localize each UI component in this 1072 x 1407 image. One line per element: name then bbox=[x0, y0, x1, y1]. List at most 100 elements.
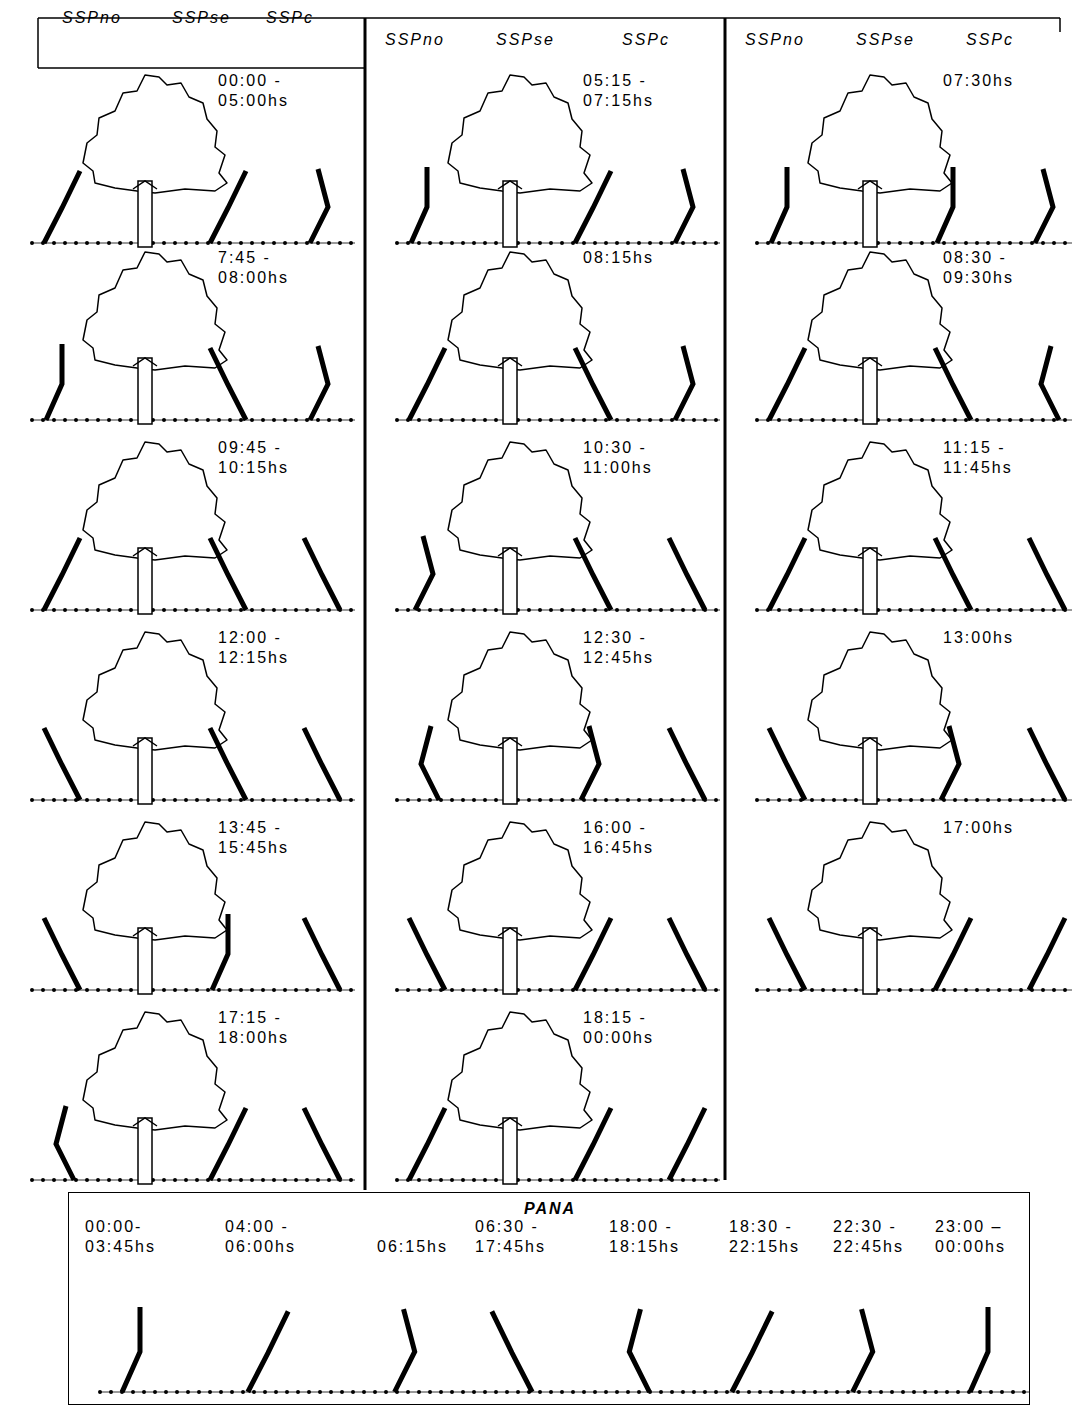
tree-branch bbox=[133, 358, 157, 366]
leaf-angle-symbol bbox=[56, 1106, 74, 1180]
leaf-angle-symbol bbox=[941, 726, 959, 800]
frame-line bbox=[37, 18, 39, 68]
tree-branch bbox=[133, 181, 157, 189]
tree-branch bbox=[498, 548, 522, 556]
tree-branch bbox=[858, 181, 882, 189]
leaf-angle-symbol bbox=[935, 918, 971, 990]
tree-trunk bbox=[863, 548, 877, 614]
tree-branch bbox=[858, 738, 882, 746]
time-label: 00:00 - 05:00hs bbox=[218, 71, 318, 111]
tree-trunk bbox=[863, 358, 877, 424]
leaf-angle-symbol bbox=[675, 169, 693, 243]
leaf-angle-symbol bbox=[46, 344, 62, 420]
leaf-angle-symbol bbox=[575, 538, 611, 610]
ground-line bbox=[397, 420, 720, 421]
pana-box: PANA00:00- 03:45hs04:00 - 06:00hs06:15hs… bbox=[68, 1192, 1030, 1405]
ground-dots bbox=[32, 1178, 355, 1182]
tree-branch bbox=[133, 928, 157, 936]
time-label: 06:30 - 17:45hs bbox=[475, 1217, 571, 1257]
ground-line bbox=[757, 243, 1072, 244]
tree-crown bbox=[448, 75, 592, 193]
tree-crown bbox=[808, 252, 952, 370]
leaf-angle-symbol bbox=[575, 918, 611, 990]
ground-line bbox=[397, 243, 720, 244]
time-label: 10:30 - 11:00hs bbox=[583, 438, 683, 478]
leaf-angle-symbol bbox=[310, 169, 328, 243]
time-label: 09:45 - 10:15hs bbox=[218, 438, 318, 478]
tree-trunk bbox=[138, 738, 152, 804]
leaf-angle-symbol bbox=[575, 348, 611, 420]
time-label: 22:30 - 22:45hs bbox=[833, 1217, 929, 1257]
column-header: SSPc bbox=[266, 8, 314, 28]
time-label: 16:00 - 16:45hs bbox=[583, 818, 683, 858]
column-header: SSPc bbox=[622, 30, 670, 50]
tree-branch bbox=[498, 1118, 522, 1126]
leaf-angle-symbol bbox=[210, 171, 246, 243]
tree-trunk bbox=[503, 358, 517, 424]
tree-trunk bbox=[138, 1118, 152, 1184]
ground-dots bbox=[757, 241, 1072, 245]
leaf-angle-symbol bbox=[769, 538, 805, 610]
leaf-angle-symbol bbox=[310, 346, 328, 420]
tree-branch bbox=[133, 1118, 157, 1126]
ground-dots bbox=[397, 241, 720, 245]
leaf-angle-symbol bbox=[409, 918, 445, 990]
column-header: SSPse bbox=[496, 30, 555, 50]
time-label: 04:00 - 06:00hs bbox=[225, 1217, 321, 1257]
frame-line bbox=[38, 67, 365, 69]
tree-branch bbox=[858, 358, 882, 366]
ground-dots bbox=[757, 608, 1072, 612]
tree-crown bbox=[83, 75, 227, 193]
ground-line bbox=[32, 420, 355, 421]
leaf-angle-symbol bbox=[210, 348, 246, 420]
leaf-angle-symbol bbox=[575, 171, 611, 243]
tree-branch bbox=[498, 358, 522, 366]
tree-branch bbox=[498, 181, 522, 189]
column-header: SSPse bbox=[172, 8, 231, 28]
tree-trunk bbox=[863, 928, 877, 994]
tree-trunk bbox=[503, 548, 517, 614]
time-label: 11:15 - 11:45hs bbox=[943, 438, 1043, 478]
time-label: 13:00hs bbox=[943, 628, 1043, 648]
leaf-angle-symbol bbox=[769, 918, 805, 990]
column-header: SSPc bbox=[966, 30, 1014, 50]
tree-crown bbox=[83, 1012, 227, 1130]
leaf-angle-symbol bbox=[1029, 728, 1065, 800]
leaf-angle-symbol bbox=[415, 536, 433, 610]
ground-dots bbox=[397, 798, 720, 802]
leaf-angle-symbol bbox=[669, 918, 705, 990]
frame-line bbox=[364, 18, 367, 1190]
ground-line bbox=[757, 610, 1072, 611]
time-label: 18:00 - 18:15hs bbox=[609, 1217, 705, 1257]
leaf-angle-symbol bbox=[769, 728, 805, 800]
leaf-angle-symbol bbox=[1029, 918, 1065, 990]
tree-trunk bbox=[503, 928, 517, 994]
leaf-angle-symbol bbox=[669, 538, 705, 610]
tree-trunk bbox=[503, 738, 517, 804]
tree-trunk bbox=[138, 548, 152, 614]
leaf-angle-symbol bbox=[44, 538, 80, 610]
leaf-angle-symbol bbox=[304, 918, 340, 990]
time-label: 06:15hs bbox=[377, 1237, 473, 1257]
column-header: SSPno bbox=[385, 30, 445, 50]
time-label: 17:15 - 18:00hs bbox=[218, 1008, 318, 1048]
ground-line bbox=[32, 243, 355, 244]
leaf-angle-symbol bbox=[304, 538, 340, 610]
leaf-angle-symbol bbox=[935, 348, 971, 420]
leaf-angle-symbol bbox=[629, 1309, 649, 1392]
leaf-angle-symbol bbox=[1029, 538, 1065, 610]
leaf-angle-symbol bbox=[212, 914, 228, 990]
tree-trunk bbox=[138, 928, 152, 994]
ground-line bbox=[757, 420, 1072, 421]
tree-crown bbox=[448, 1012, 592, 1130]
tree-crown bbox=[448, 822, 592, 940]
leaf-angle-symbol bbox=[1035, 169, 1053, 243]
leaf-angle-symbol bbox=[304, 728, 340, 800]
tree-branch bbox=[498, 738, 522, 746]
leaf-angle-symbol bbox=[395, 1309, 415, 1392]
tree-crown bbox=[448, 632, 592, 750]
time-label: 13:45 - 15:45hs bbox=[218, 818, 318, 858]
ground-line bbox=[32, 1180, 355, 1181]
leaf-angle-symbol bbox=[675, 346, 693, 420]
time-label: 18:30 - 22:15hs bbox=[729, 1217, 825, 1257]
